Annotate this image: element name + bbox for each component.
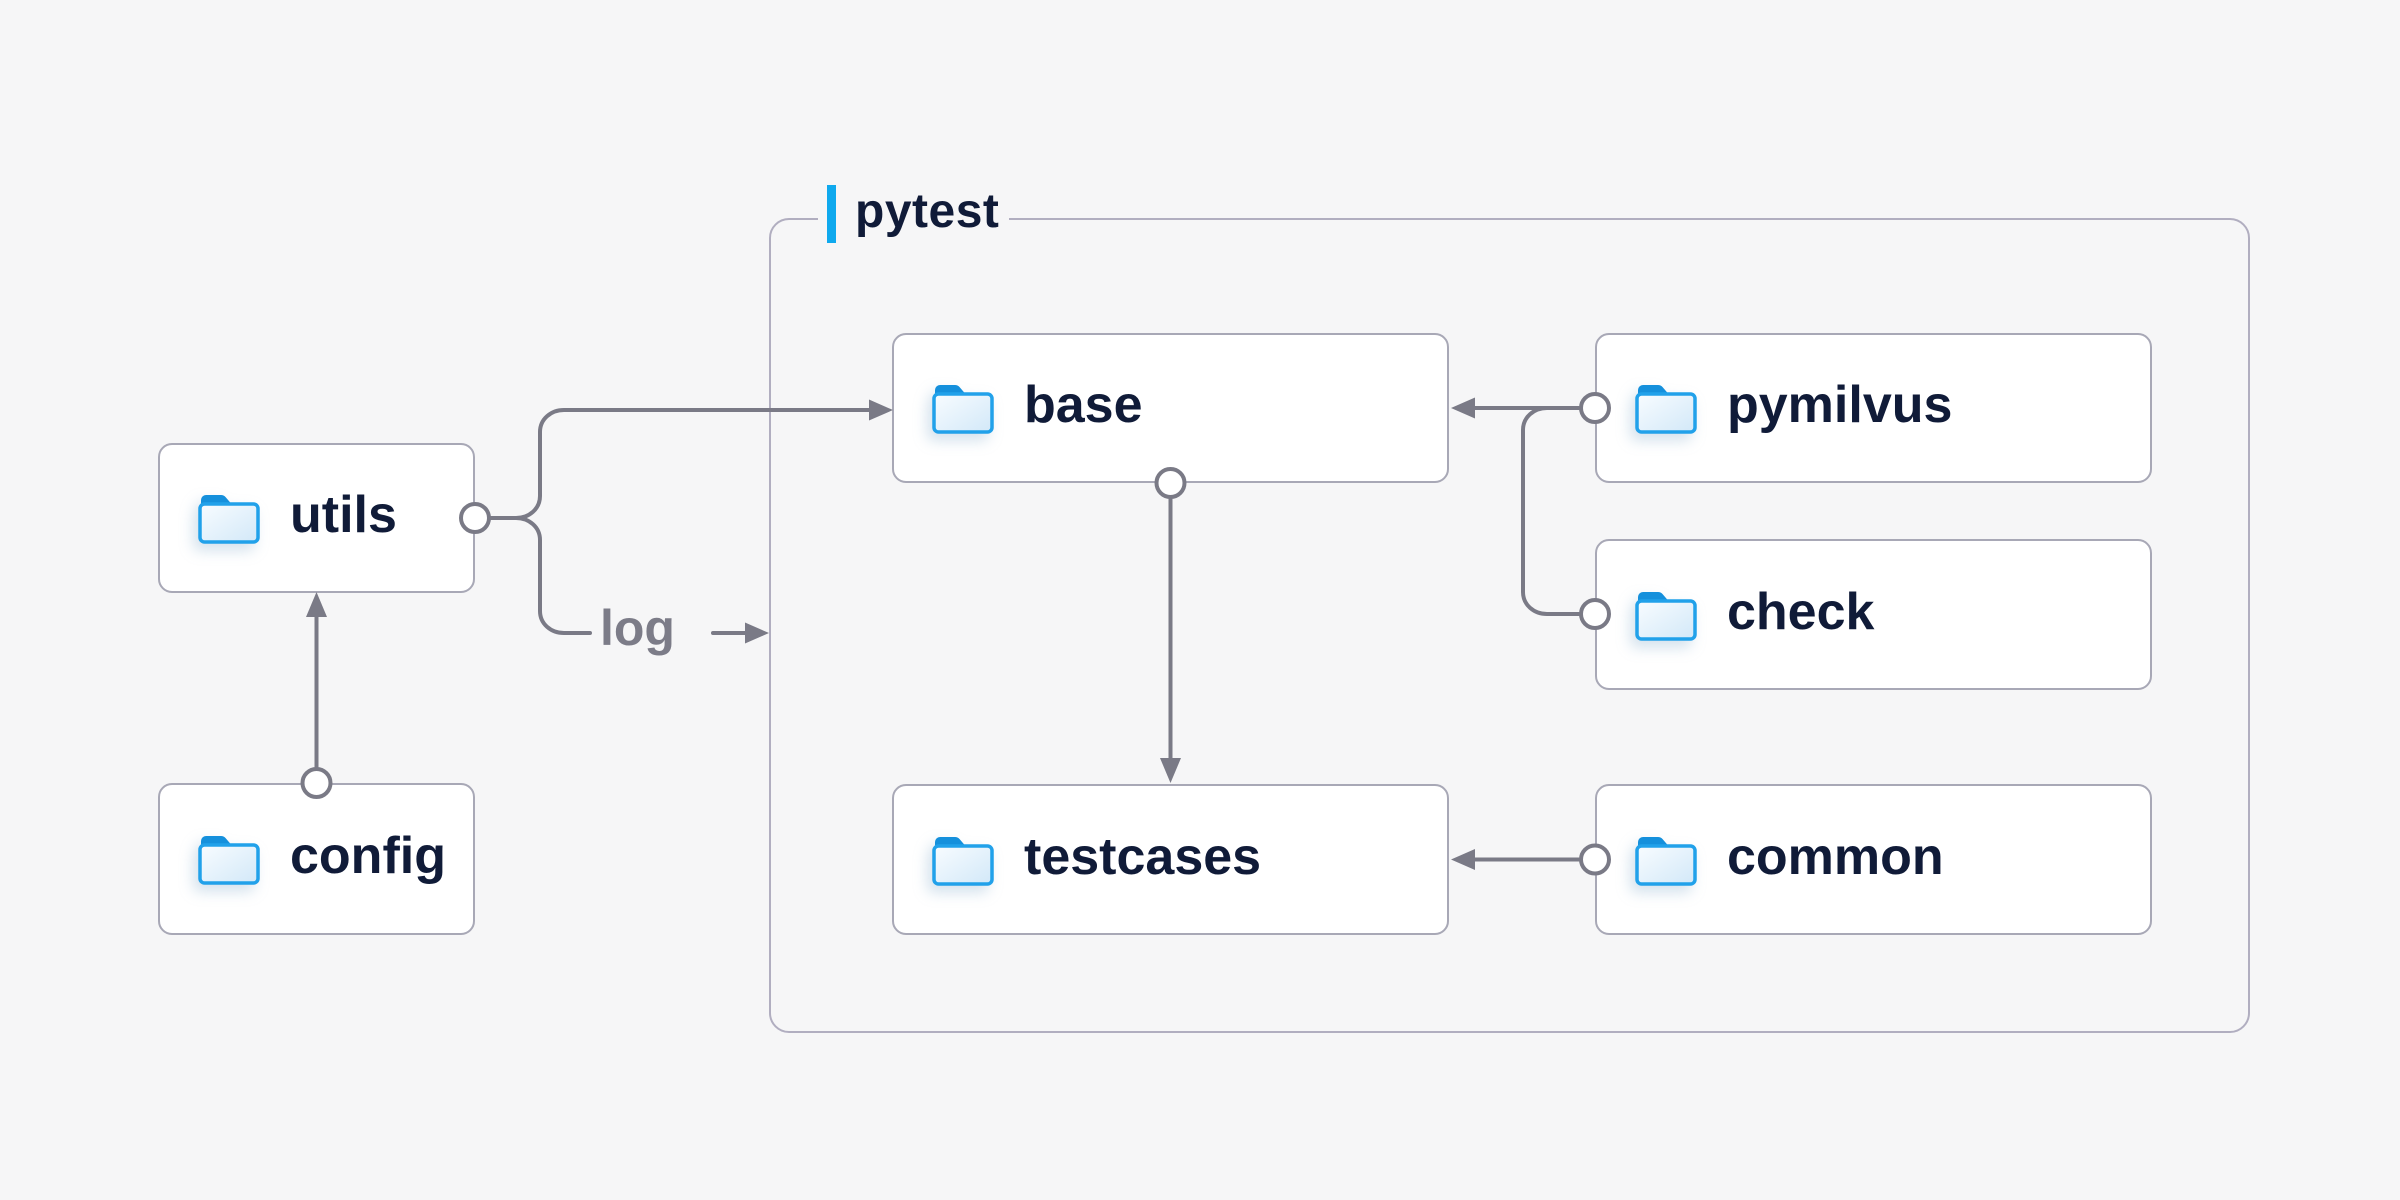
node-base: base — [892, 333, 1449, 483]
folder-icon — [1635, 591, 1697, 641]
folder-icon — [1635, 384, 1697, 434]
node-label: utils — [290, 486, 397, 544]
node-common: common — [1595, 784, 2152, 935]
arrowhead-log — [745, 622, 769, 644]
folder-icon — [932, 384, 994, 434]
node-label: check — [1727, 582, 1875, 641]
node-label: testcases — [1024, 827, 1262, 886]
node-check: check — [1595, 539, 2152, 690]
pytest-group-label: pytest — [818, 181, 1010, 247]
edge-label-log: log — [600, 600, 675, 656]
folder-icon — [198, 835, 260, 885]
folder-icon — [932, 836, 994, 886]
edge-utils-log — [514, 516, 592, 635]
node-label: common — [1727, 827, 1944, 886]
folder-icon — [1635, 836, 1697, 886]
node-config: config — [158, 783, 475, 935]
node-label: config — [290, 827, 446, 885]
folder-icon — [198, 494, 260, 544]
node-testcases: testcases — [892, 784, 1449, 935]
node-pymilvus: pymilvus — [1595, 333, 2152, 483]
pytest-group-title: pytest — [855, 185, 1000, 238]
node-utils: utils — [158, 443, 475, 593]
arrowhead-into-utils — [306, 592, 327, 617]
node-label: pymilvus — [1727, 376, 1953, 434]
pytest-group-container — [769, 218, 2250, 1033]
pytest-accent-bar — [827, 185, 836, 243]
node-label: base — [1024, 376, 1143, 434]
